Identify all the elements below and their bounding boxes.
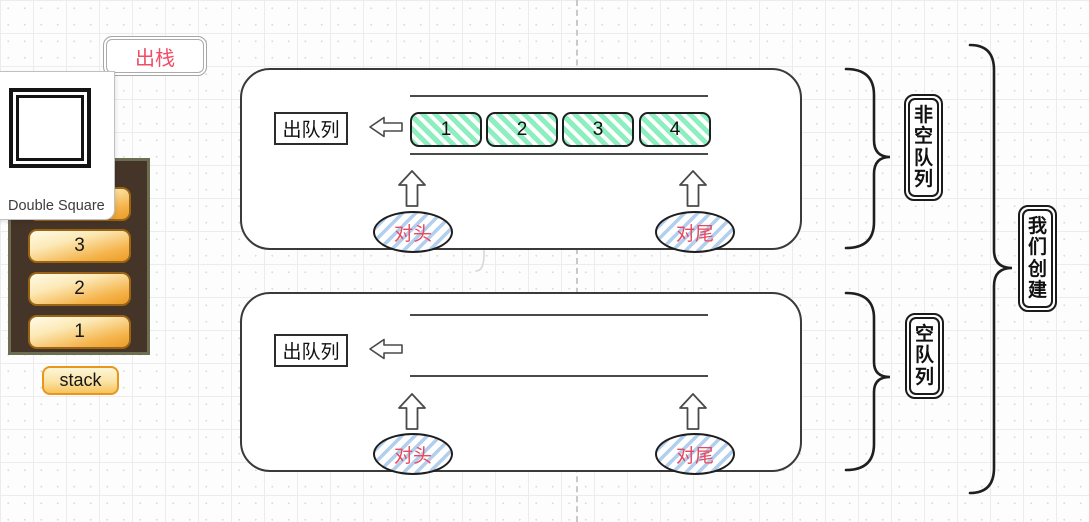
queue-head-ellipse[interactable]: 对头 <box>373 433 453 475</box>
label-we-create-text: 我们创建 <box>1027 216 1047 301</box>
page-divider-line <box>576 0 578 522</box>
stack-item[interactable]: 1 <box>28 315 131 349</box>
label-empty-queue-inner: 空队列 <box>909 317 940 395</box>
double-square-inner <box>16 95 84 161</box>
queue-rail-top-line <box>410 314 708 316</box>
stack-item[interactable]: 2 <box>28 272 131 306</box>
queue-item-label: 4 <box>669 118 681 140</box>
label-nonempty-queue[interactable]: 非空队列 <box>904 94 943 202</box>
up-arrow-icon[interactable] <box>398 170 426 207</box>
label-empty-queue-text: 空队列 <box>914 324 934 388</box>
queue-item[interactable]: 4 <box>639 112 711 147</box>
queue-tail-ellipse[interactable]: 对尾 <box>655 433 735 475</box>
double-square-shape[interactable] <box>9 88 91 168</box>
dequeue-label-box[interactable]: 出队列 <box>274 334 348 367</box>
pop-stack-label-box[interactable]: 出栈 <box>103 36 207 76</box>
queue-item-label: 3 <box>592 118 604 140</box>
pop-stack-label: 出栈 <box>135 47 175 70</box>
stack-item-label: 3 <box>74 235 85 256</box>
label-empty-queue[interactable]: 空队列 <box>905 313 944 399</box>
annotation-braces[interactable] <box>840 40 1020 500</box>
stack-item-label: 2 <box>74 278 85 299</box>
stack-caption[interactable]: stack <box>42 366 119 395</box>
queue-item-label: 1 <box>440 118 452 140</box>
dequeue-label-box[interactable]: 出队列 <box>274 112 348 145</box>
shape-tooltip-label: Double Square <box>8 198 105 214</box>
queue-tail-label: 对尾 <box>675 223 714 245</box>
queue-rail-bottom-line <box>410 375 708 377</box>
queue-nonempty-container[interactable]: 出队列 1 2 3 4 对头 对尾 <box>240 68 802 253</box>
queue-tail-ellipse[interactable]: 对尾 <box>655 211 735 253</box>
stack-caption-label: stack <box>59 370 102 390</box>
left-arrow-icon[interactable] <box>369 116 403 138</box>
brace-empty-queue <box>844 291 891 472</box>
queue-head-label: 对头 <box>393 223 432 245</box>
queue-empty-container[interactable]: 出队列 对头 对尾 <box>240 292 802 475</box>
left-arrow-icon[interactable] <box>369 338 403 360</box>
queue-rail-bottom-line <box>410 153 708 155</box>
shape-tooltip: Double Square <box>0 71 115 220</box>
dequeue-label: 出队列 <box>282 342 340 363</box>
up-arrow-icon[interactable] <box>398 393 426 430</box>
label-nonempty-queue-inner: 非空队列 <box>908 98 939 198</box>
up-arrow-icon[interactable] <box>679 170 707 207</box>
stack-item[interactable]: 3 <box>28 229 131 263</box>
queue-head-ellipse[interactable]: 对头 <box>373 211 453 253</box>
label-nonempty-queue-text: 非空队列 <box>913 105 933 190</box>
label-we-create-inner: 我们创建 <box>1022 209 1053 309</box>
brace-we-create <box>968 43 1013 495</box>
queue-item-label: 2 <box>516 118 528 140</box>
queue-head-label: 对头 <box>393 445 432 467</box>
queue-item[interactable]: 3 <box>562 112 634 147</box>
dequeue-label: 出队列 <box>282 120 340 141</box>
queue-rail-top-line <box>410 95 708 97</box>
label-we-create[interactable]: 我们创建 <box>1018 205 1057 313</box>
queue-item[interactable]: 1 <box>410 112 482 147</box>
stack-item-label: 1 <box>74 321 85 342</box>
up-arrow-icon[interactable] <box>679 393 707 430</box>
queue-tail-label: 对尾 <box>675 445 714 467</box>
queue-item[interactable]: 2 <box>486 112 558 147</box>
brace-nonempty-queue <box>844 67 891 250</box>
